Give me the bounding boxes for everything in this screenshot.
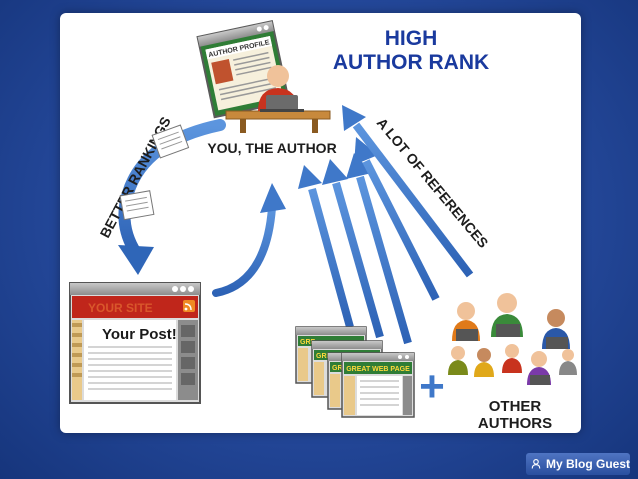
plus-symbol: + — [419, 362, 445, 411]
post-title: Your Post! — [102, 326, 177, 343]
web-page-partial-label: GRE — [316, 353, 332, 360]
person-icon — [491, 293, 523, 337]
diagram-card: HIGH AUTHOR RANK AUTHOR PROFILE — [60, 13, 581, 433]
author-at-laptop-icon — [225, 65, 331, 133]
web-page-partial-label: GRE — [300, 339, 316, 346]
you-the-author-label: YOU, THE AUTHOR — [207, 140, 336, 156]
person-icon — [559, 349, 577, 375]
web-page-partial-label: GRE — [332, 365, 348, 372]
web-pages-stack: GRE GRE GRE GREAT WEB PAGE — [295, 326, 415, 418]
person-icon — [527, 351, 551, 385]
brand-logo-icon — [531, 458, 541, 469]
person-icon — [448, 346, 468, 375]
brand-name: My Blog Guest — [545, 457, 630, 471]
diagram-canvas: HIGH AUTHOR RANK AUTHOR PROFILE — [69, 20, 577, 432]
person-icon — [474, 348, 494, 377]
document-icon — [119, 124, 190, 221]
brand-logo[interactable]: My Blog Guest — [526, 453, 630, 475]
web-page-card-front: GREAT WEB PAGE — [341, 352, 415, 418]
person-icon — [502, 344, 522, 373]
person-icon — [452, 302, 480, 341]
title-line-1: HIGH — [385, 27, 438, 50]
other-authors-group — [448, 293, 577, 385]
your-site-header: YOUR SITE — [88, 301, 153, 315]
web-page-label: GREAT WEB PAGE — [346, 366, 410, 373]
rss-icon — [183, 300, 195, 312]
reference-arrows — [298, 105, 474, 345]
other-authors-line-2: AUTHORS — [478, 415, 552, 432]
person-icon — [542, 309, 570, 349]
other-authors-line-1: OTHER — [489, 398, 542, 415]
site-to-author-arrow — [212, 183, 286, 297]
title-line-2: AUTHOR RANK — [333, 51, 489, 74]
your-site-window: YOUR SITE Your Post! — [69, 282, 201, 404]
